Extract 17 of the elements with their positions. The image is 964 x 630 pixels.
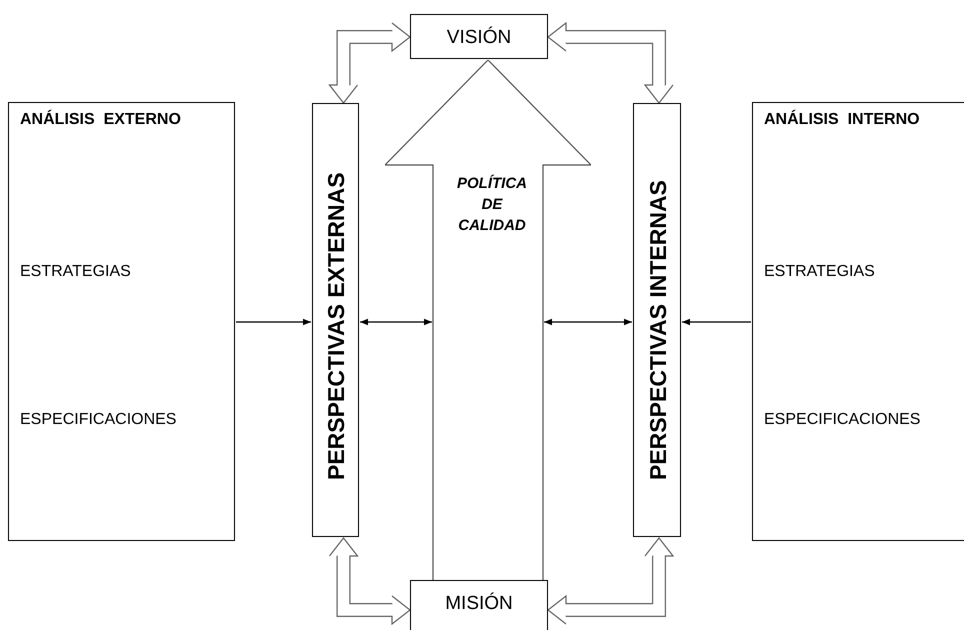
- panel-text: ESTRATEGIAS: [764, 263, 875, 281]
- box-label: VISIÓN: [446, 27, 512, 49]
- panel-text: ESTRATEGIAS: [20, 263, 131, 281]
- box-label: MISIÓN: [444, 593, 514, 615]
- perspective-bar: [312, 103, 359, 537]
- panel-heading: ANÁLISIS INTERNO: [764, 111, 920, 129]
- vertical-label: PERSPECTIVAS INTERNAS: [644, 179, 672, 480]
- analysis-panel: [752, 102, 964, 541]
- mission-box: [410, 580, 548, 630]
- arrow-label: POLÍTICA DE CALIDAD: [456, 174, 528, 236]
- analysis-panel: [8, 102, 235, 541]
- panel-text: ESPECIFICACIONES: [20, 411, 176, 429]
- vision-box: [410, 14, 548, 59]
- panel-heading: ANÁLISIS EXTERNO: [20, 111, 181, 129]
- vertical-label: PERSPECTIVAS EXTERNAS: [323, 171, 350, 480]
- perspective-bar: [633, 103, 681, 537]
- panel-text: ESPECIFICACIONES: [764, 411, 920, 429]
